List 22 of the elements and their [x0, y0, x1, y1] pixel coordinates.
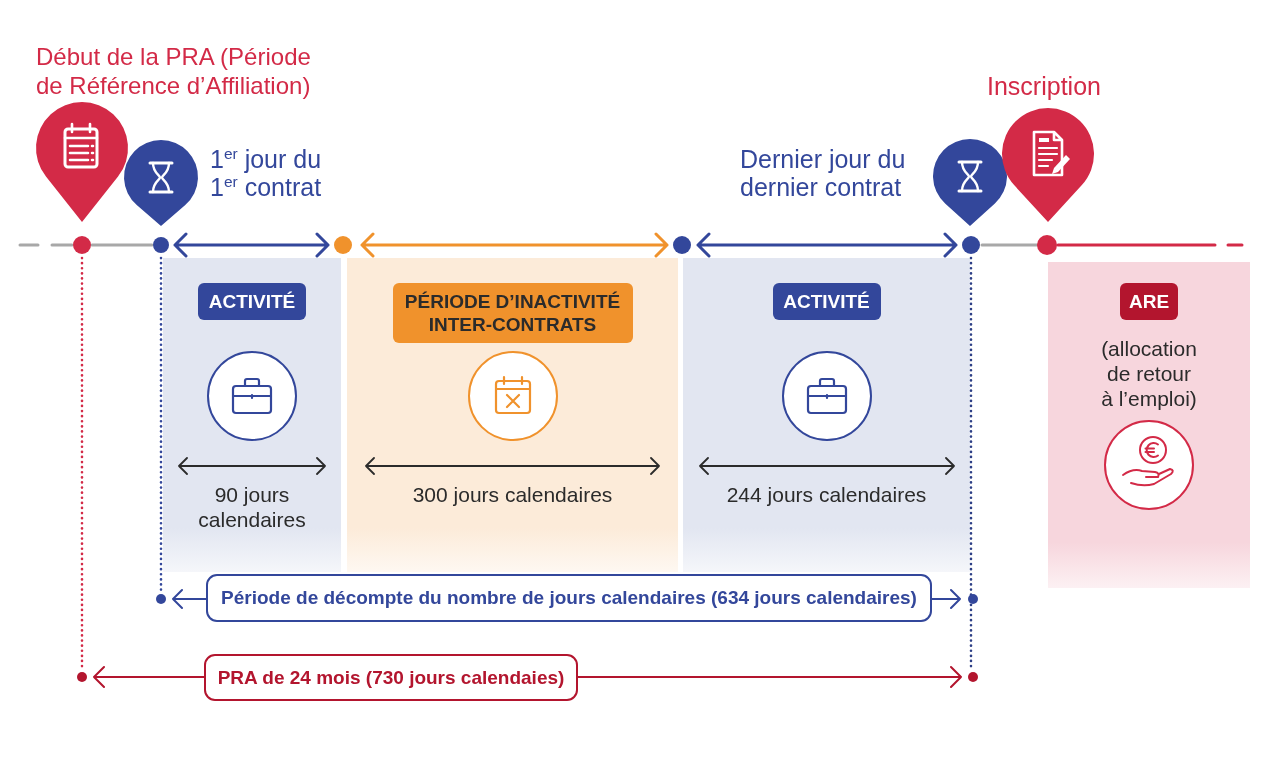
map-pin: [1002, 108, 1094, 222]
category-badge: ARE: [1120, 283, 1178, 320]
category-badge: ACTIVITÉ: [198, 283, 306, 320]
category-badge: ACTIVITÉ: [772, 283, 881, 320]
measure-label: PRA de 24 mois (730 jours calendaies): [204, 654, 578, 701]
pin-caption: Début de la PRA (Période de Référence d’Affiliation): [36, 42, 312, 100]
pin-caption: Dernier jour du dernier contrat: [740, 145, 907, 201]
map-pin: [36, 102, 128, 222]
duration-label: 244 jours calendaires: [725, 482, 928, 507]
period-band: [347, 258, 678, 572]
period-band: [683, 258, 970, 572]
map-pin: [124, 140, 198, 226]
period-band: [163, 258, 341, 572]
measure-label: Période de décompte du nombre de jours calendaires (634 jours calendaires): [206, 574, 932, 622]
category-badge: PÉRIODE D’INACTIVITÉ INTER-CONTRATS: [392, 283, 633, 343]
pin-caption: Inscription: [987, 72, 1102, 101]
pin-caption: 1$^{er}$ jour du 1$^{er}$ contrat: [210, 145, 323, 201]
description-text: (allocation de retour à l’emploi): [1100, 336, 1198, 411]
period-band: [1048, 262, 1250, 588]
duration-label: 300 jours calendaires: [411, 482, 614, 507]
map-pin: [933, 139, 1007, 226]
duration-label: 90 jours calendaires: [197, 482, 307, 532]
